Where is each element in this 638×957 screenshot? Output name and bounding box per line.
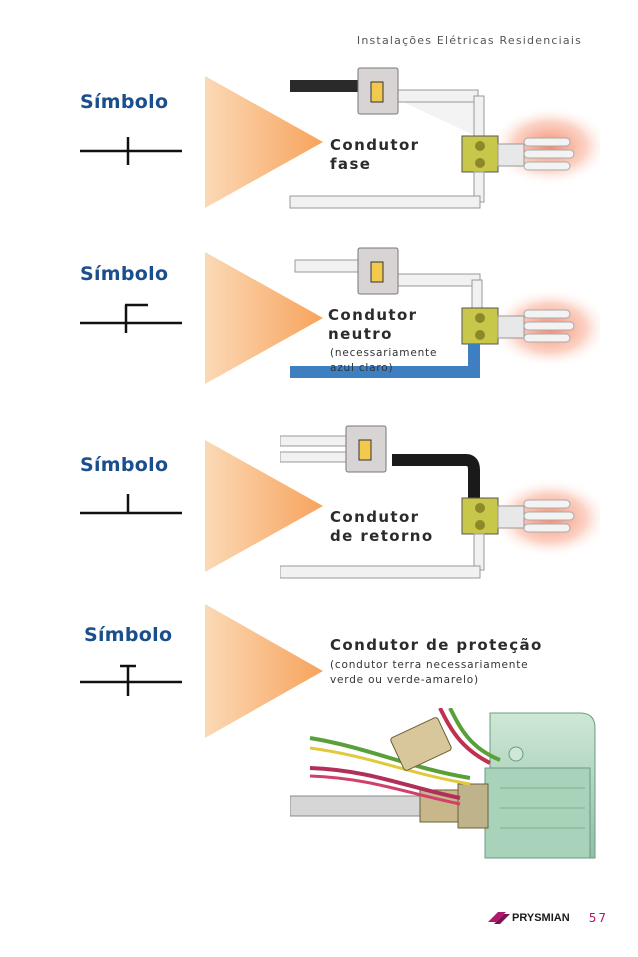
- conductor-label: Condutor fase: [330, 136, 420, 173]
- illustration-retorno: [280, 425, 600, 579]
- symbol-title: Símbolo: [80, 263, 169, 285]
- page-number: 57: [588, 911, 608, 925]
- page-header: Instalações Elétricas Residenciais: [356, 34, 582, 47]
- section-protecao: Símbolo Condutor de proteção (condutor t…: [0, 600, 638, 900]
- section-fase: Símbolo Condutor fase: [0, 66, 638, 236]
- conductor-label: Condutor de retorno: [330, 508, 434, 545]
- symbol-title: Símbolo: [80, 454, 169, 476]
- illustration-neutro: [290, 247, 600, 378]
- symbol-neutro: [80, 303, 182, 333]
- symbol-retorno: [80, 494, 182, 515]
- conductor-note: (condutor terra necessariamente verde ou…: [330, 659, 529, 686]
- fan-arrow: [205, 440, 323, 572]
- conductor-label: Condutor de proteção: [330, 636, 543, 654]
- symbol-protecao: [80, 664, 182, 696]
- symbol-title: Símbolo: [80, 91, 169, 113]
- brand-text: PRYSMIAN: [512, 912, 570, 924]
- fan-arrow: [205, 252, 323, 384]
- fan-arrow: [205, 604, 323, 738]
- symbol-fase: [80, 137, 182, 165]
- section-neutro: Símbolo Condutor neutro (necessariamente…: [0, 240, 638, 410]
- symbol-title: Símbolo: [84, 624, 173, 646]
- fan-arrow: [205, 76, 323, 208]
- conductor-label: Condutor neutro: [328, 306, 418, 343]
- illustration-fase: [289, 67, 600, 209]
- conductor-note: (necessariamente azul claro): [330, 347, 438, 374]
- prysmian-logo: PRYSMIAN: [488, 912, 570, 924]
- illustration-motor: [290, 708, 596, 859]
- section-retorno: Símbolo Condutor de retorno: [0, 420, 638, 590]
